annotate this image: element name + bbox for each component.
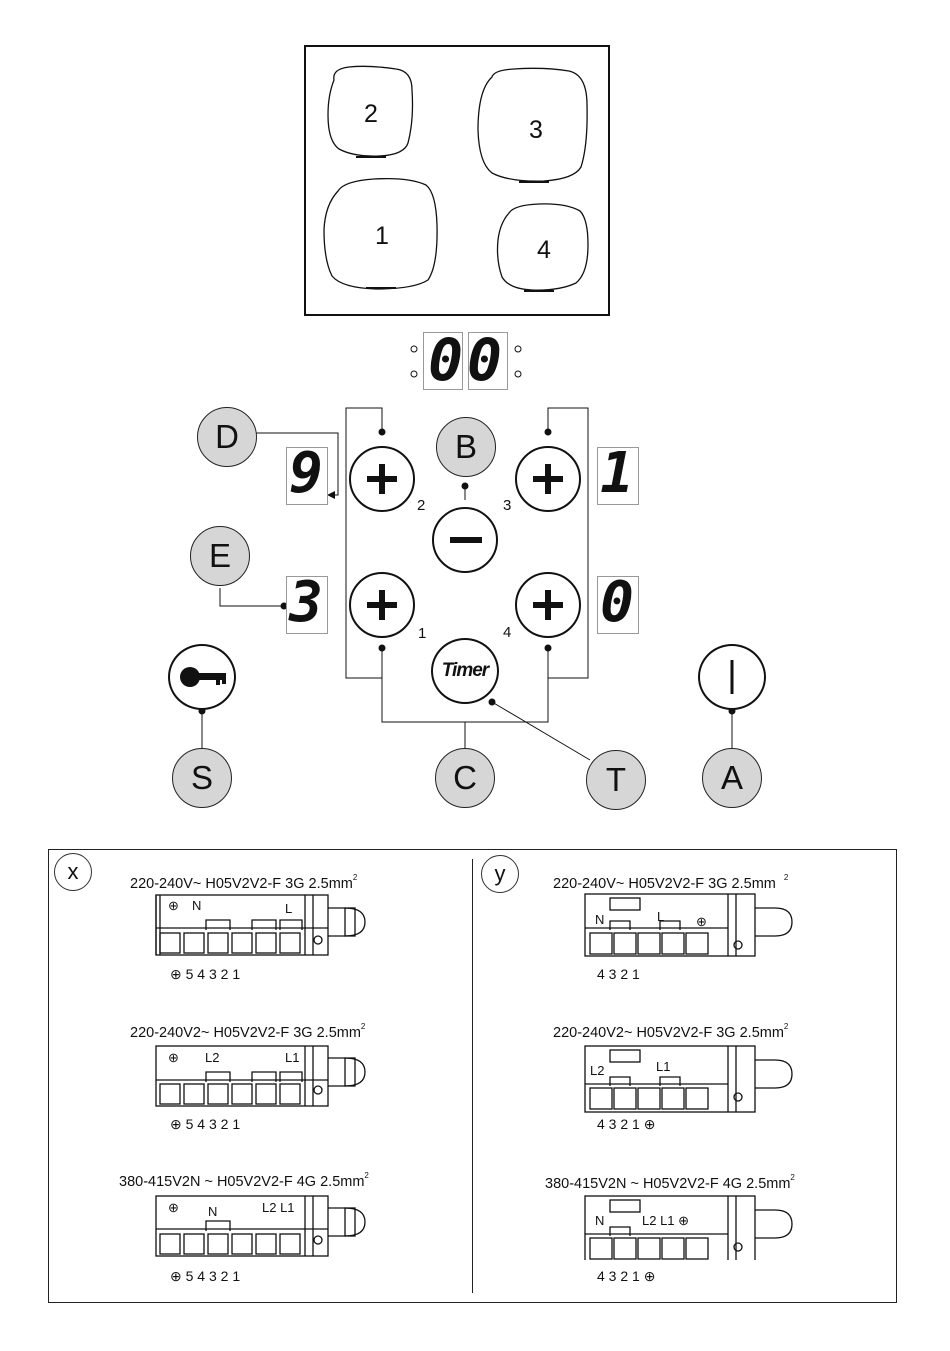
x1-terms: ⊕ 5 4 3 2 1 <box>170 966 241 982</box>
wiring-x1-title: 220-240V~ H05V2V2-F 3G 2.5mm2 <box>130 873 358 892</box>
panel-label-x: x <box>54 853 92 891</box>
wiring-x3-title: 380-415V2N ~ H05V2V2-F 4G 2.5mm2 <box>119 1171 369 1190</box>
x2-ground-label: ⊕ <box>168 1050 179 1065</box>
key-icon <box>180 667 226 687</box>
y1-ground-label: ⊕ <box>696 914 707 929</box>
timer-display-digits: 00 <box>428 326 506 394</box>
y2-l2-label: L2 <box>590 1063 605 1078</box>
x3-ground-label: ⊕ <box>168 1200 179 1215</box>
button-glyphs <box>367 464 563 620</box>
callout-s: S <box>172 748 232 808</box>
callout-e: E <box>190 526 250 586</box>
zone-label-3: 3 <box>529 116 543 144</box>
x1-ground-label: ⊕ <box>168 898 179 913</box>
y3-terms: 4 3 2 1 ⊕ <box>597 1268 656 1284</box>
x3-terms: ⊕ 5 4 3 2 1 <box>170 1268 241 1284</box>
y2-terms: 4 3 2 1 ⊕ <box>597 1116 656 1132</box>
y3-n-label: N <box>595 1213 605 1228</box>
y1-terms: 4 3 2 1 <box>597 966 640 982</box>
level-display-zone-2-digit: 9 <box>289 441 323 506</box>
power-icon <box>730 660 734 694</box>
y1-n-label: N <box>595 912 605 927</box>
timer-button-label: Timer <box>441 660 489 681</box>
hob-diagram <box>304 45 610 316</box>
panel-label-y: y <box>481 855 519 893</box>
level-display-zone-2 <box>286 447 328 505</box>
zone-label-4: 4 <box>537 236 551 264</box>
x3-n-label: N <box>208 1204 218 1219</box>
timer-display-left <box>423 332 463 390</box>
x2-l1-label: L1 <box>285 1050 300 1065</box>
callout-a: A <box>702 748 762 808</box>
level-display-zone-3-digit: 1 <box>600 441 634 506</box>
timer-display-dots <box>410 345 522 378</box>
wiring-y2-title: 220-240V2~ H05V2V2-F 3G 2.5mm2 <box>553 1022 789 1041</box>
terminal-blocks-y <box>584 893 793 1260</box>
callout-t: T <box>586 750 646 810</box>
callout-c: C <box>435 748 495 808</box>
callout-b: B <box>436 417 496 477</box>
callout-d: D <box>197 407 257 467</box>
zone-label-1: 1 <box>375 222 389 250</box>
x2-l2-label: L2 <box>205 1050 220 1065</box>
level-display-zone-1 <box>286 576 328 634</box>
x1-l-label: L <box>285 901 293 916</box>
x1-n-label: N <box>192 898 202 913</box>
y2-l1-label: L1 <box>656 1059 671 1074</box>
wiring-x2-title: 220-240V2~ H05V2V2-F 3G 2.5mm2 <box>130 1022 366 1041</box>
zone-label-2: 2 <box>364 100 378 128</box>
button-number-3: 3 <box>503 497 512 514</box>
terminal-blocks-x <box>155 894 366 1257</box>
wiring-y3-title: 380-415V2N ~ H05V2V2-F 4G 2.5mm2 <box>545 1173 795 1192</box>
x3-l2l1-label: L2 L1 <box>262 1200 295 1215</box>
y3-l2l1-label: L2 L1 ⊕ <box>642 1213 690 1228</box>
level-display-zone-4-digit: 0 <box>600 570 634 635</box>
y1-l-label: L <box>657 909 665 924</box>
button-number-1: 1 <box>418 625 427 642</box>
x2-terms: ⊕ 5 4 3 2 1 <box>170 1116 241 1132</box>
button-number-4: 4 <box>503 624 512 641</box>
wiring-divider <box>472 859 473 1293</box>
cooking-zone-outlines <box>323 65 589 292</box>
wiring-panel <box>48 849 897 1303</box>
timer-display-right <box>468 332 508 390</box>
level-display-zone-4 <box>597 576 639 634</box>
button-number-2: 2 <box>417 497 426 514</box>
level-display-zone-3 <box>597 447 639 505</box>
timer-button[interactable]: Timer <box>431 638 499 704</box>
level-display-zone-1-digit: 3 <box>289 570 323 635</box>
control-connector-lines <box>198 407 736 761</box>
